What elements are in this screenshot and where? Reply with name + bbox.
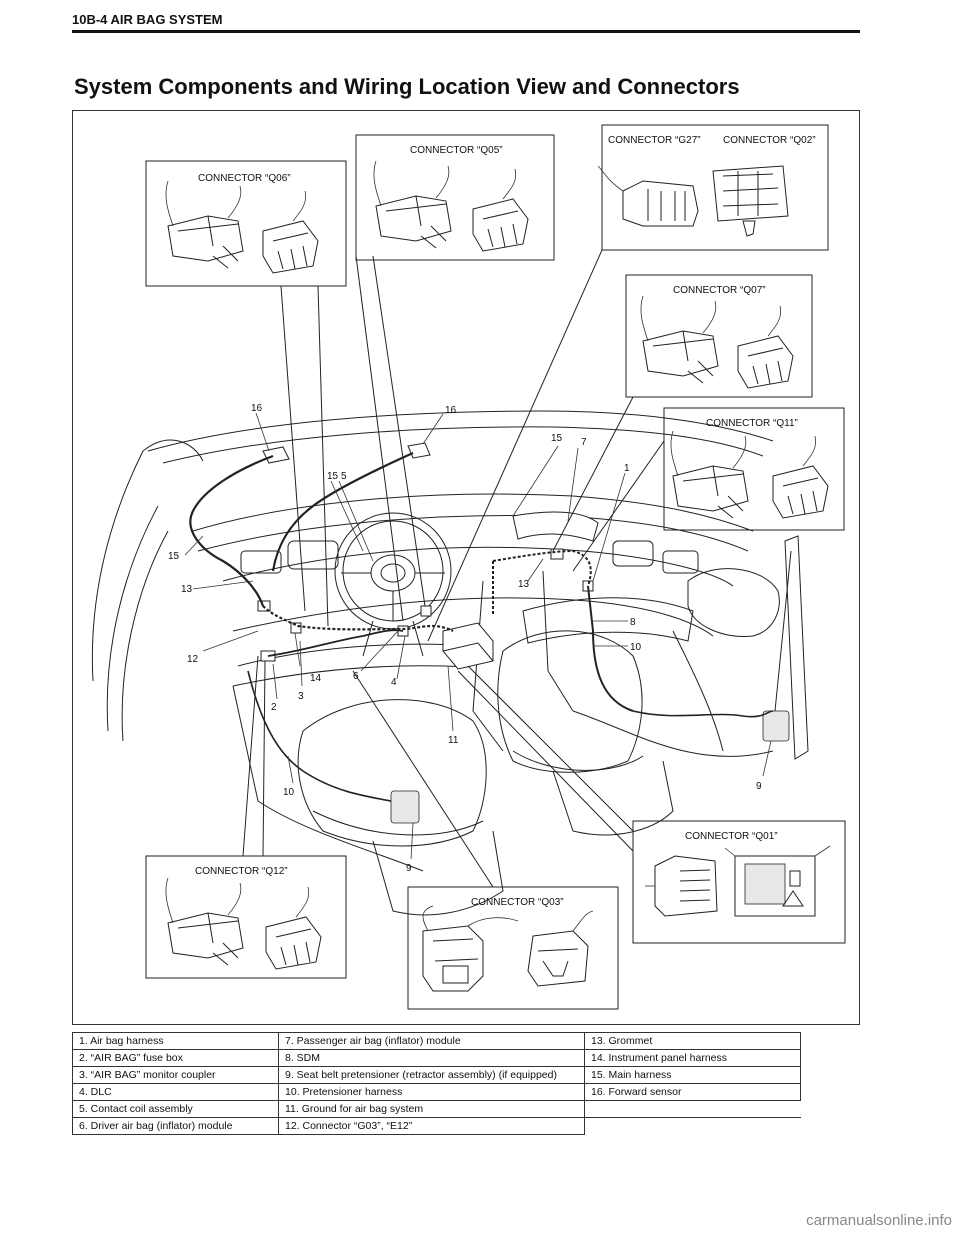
- connector-g27-label: CONNECTOR “G27”: [608, 135, 701, 146]
- callout-5: 5: [341, 471, 347, 482]
- callout-11: 11: [448, 735, 459, 746]
- legend-item-11: 11. Ground for air bag system: [278, 1100, 585, 1118]
- wiring-location-diagram: CONNECTOR “Q06” CONNECTOR “Q05” CONNEC: [72, 110, 860, 1025]
- callout-6: 6: [353, 671, 359, 682]
- connector-q05-label: CONNECTOR “Q05”: [410, 145, 503, 156]
- callout-15-mid: 15: [327, 471, 339, 482]
- legend-row: 6. Driver air bag (inflator) module 12. …: [72, 1117, 801, 1135]
- callout-9-left: 9: [406, 863, 412, 874]
- callout-13-right: 13: [518, 579, 530, 590]
- connector-leader-lines: [242, 249, 665, 888]
- callout-numbers: 16 16 15 7 1 15 5 15 13 13 12 14 6 4 3 2…: [168, 403, 762, 874]
- legend-row: 2. “AIR BAG” fuse box 8. SDM 14. Instrum…: [72, 1049, 801, 1067]
- callout-8: 8: [630, 617, 636, 628]
- callout-4: 4: [391, 677, 397, 688]
- legend-item-15: 15. Main harness: [584, 1066, 801, 1084]
- legend-item-7: 7. Passenger air bag (inflator) module: [278, 1032, 585, 1050]
- callout-15-top: 15: [551, 433, 563, 444]
- callout-12: 12: [187, 654, 199, 665]
- connector-box-q05: CONNECTOR “Q05”: [355, 134, 555, 261]
- legend-item-8: 8. SDM: [278, 1049, 585, 1067]
- connector-q11-label: CONNECTOR “Q11”: [706, 418, 798, 429]
- legend-empty-cell: [584, 1100, 801, 1118]
- legend-item-12: 12. Connector “G03”, “E12”: [278, 1117, 585, 1135]
- watermark: carmanualsonline.info: [806, 1212, 952, 1229]
- connector-box-q11: CONNECTOR “Q11”: [663, 407, 845, 531]
- wiring-harnesses: [189, 451, 774, 802]
- legend-row: 3. “AIR BAG” monitor coupler 9. Seat bel…: [72, 1066, 801, 1084]
- callout-10-left: 10: [283, 787, 295, 798]
- callout-15-left: 15: [168, 551, 180, 562]
- connector-box-q01: CONNECTOR “Q01”: [632, 820, 846, 944]
- connector-box-q03: CONNECTOR “Q03”: [407, 886, 619, 1010]
- callout-16-right: 16: [445, 405, 457, 416]
- connector-q01-label: CONNECTOR “Q01”: [685, 831, 778, 842]
- connector-q06-label: CONNECTOR “Q06”: [198, 173, 291, 184]
- diagram-svg: CONNECTOR “Q06” CONNECTOR “Q05” CONNEC: [91, 124, 846, 1010]
- callout-10-right: 10: [630, 642, 642, 653]
- legend-item-4: 4. DLC: [72, 1083, 279, 1101]
- connector-box-g27-q02: CONNECTOR “G27” CONNECTOR “Q02”: [597, 124, 829, 251]
- parts-legend-table: 1. Air bag harness 7. Passenger air bag …: [72, 1032, 801, 1135]
- connector-box-q06: CONNECTOR “Q06”: [145, 160, 347, 287]
- connector-q03-label: CONNECTOR “Q03”: [471, 897, 564, 908]
- callout-13-left: 13: [181, 584, 193, 595]
- connector-q02-label: CONNECTOR “Q02”: [723, 135, 816, 146]
- legend-item-2: 2. “AIR BAG” fuse box: [72, 1049, 279, 1067]
- legend-item-16: 16. Forward sensor: [584, 1083, 801, 1101]
- legend-row: 5. Contact coil assembly 11. Ground for …: [72, 1100, 801, 1118]
- legend-item-3: 3. “AIR BAG” monitor coupler: [72, 1066, 279, 1084]
- callout-leaders: [184, 412, 772, 860]
- legend-item-5: 5. Contact coil assembly: [72, 1100, 279, 1118]
- page-header: 10B-4 AIR BAG SYSTEM: [72, 12, 860, 33]
- callout-16-left: 16: [251, 403, 263, 414]
- legend-empty-cell: [584, 1117, 801, 1135]
- legend-item-6: 6. Driver air bag (inflator) module: [72, 1117, 279, 1135]
- connector-q12-label: CONNECTOR “Q12”: [195, 866, 288, 877]
- page-title: System Components and Wiring Location Vi…: [74, 74, 740, 99]
- connector-box-q07: CONNECTOR “Q07”: [625, 274, 813, 398]
- legend-item-14: 14. Instrument panel harness: [584, 1049, 801, 1067]
- callout-3: 3: [298, 691, 304, 702]
- legend-item-9: 9. Seat belt pretensioner (retractor ass…: [278, 1066, 585, 1084]
- connector-q07-label: CONNECTOR “Q07”: [673, 285, 766, 296]
- legend-row: 1. Air bag harness 7. Passenger air bag …: [72, 1032, 801, 1050]
- callout-7: 7: [581, 437, 587, 448]
- vehicle-interior-illustration: [91, 410, 809, 916]
- legend-item-10: 10. Pretensioner harness: [278, 1083, 585, 1101]
- callout-1: 1: [624, 463, 630, 474]
- callout-14: 14: [310, 673, 322, 684]
- legend-item-1: 1. Air bag harness: [72, 1032, 279, 1050]
- callout-2: 2: [271, 702, 277, 713]
- legend-item-13: 13. Grommet: [584, 1032, 801, 1050]
- legend-row: 4. DLC 10. Pretensioner harness 16. Forw…: [72, 1083, 801, 1101]
- connector-box-q12: CONNECTOR “Q12”: [145, 855, 347, 979]
- section-label: 10B-4 AIR BAG SYSTEM: [72, 12, 223, 27]
- callout-9-right: 9: [756, 781, 762, 792]
